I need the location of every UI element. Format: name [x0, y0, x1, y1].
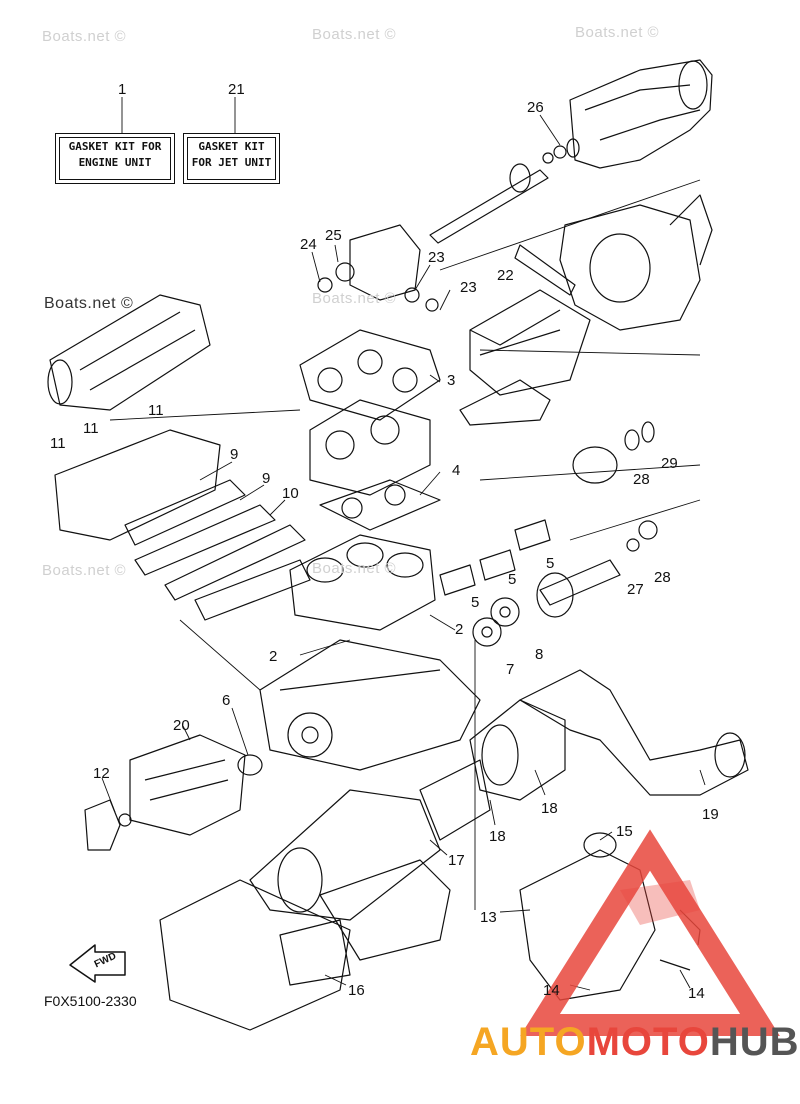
callout-15: 15 [616, 823, 633, 840]
callout-11: 11 [50, 435, 66, 452]
kit-ref-jet: 21 [228, 81, 245, 98]
watermark: Boats.net © [42, 28, 127, 45]
callout-23: 23 [460, 279, 477, 296]
callout-9: 9 [230, 446, 239, 463]
kit-line: FOR JET UNIT [191, 156, 272, 169]
crankcase-part [259, 639, 481, 771]
callout-18: 18 [489, 828, 506, 845]
head-gasket-part [319, 479, 441, 531]
coupling-part [419, 699, 566, 841]
oil-seal-part [237, 754, 263, 776]
kit-ref-engine: 1 [118, 81, 127, 98]
diagram-code: F0X5100-2330 [44, 993, 137, 1009]
callout-28: 28 [654, 569, 671, 586]
bearing-set-part [572, 421, 655, 484]
callout-12: 12 [93, 765, 110, 782]
callout-2: 2 [455, 621, 464, 638]
crankshaft-part [472, 520, 658, 647]
callout-16: 16 [348, 982, 365, 999]
kit-line: GASKET KIT [198, 140, 265, 153]
kit-line: GASKET KIT FOR [68, 140, 162, 153]
gasket-kit-engine-label: GASKET KIT FOR ENGINE UNIT [55, 133, 175, 184]
drive-shaft-part [429, 138, 580, 244]
callout-24: 24 [300, 236, 317, 253]
brand-logo-icon [520, 829, 780, 1036]
kit-line: ENGINE UNIT [78, 156, 152, 169]
callout-6: 6 [222, 692, 231, 709]
watermark: Boats.net © [312, 26, 397, 43]
callout-11: 11 [148, 402, 164, 419]
callout-14: 14 [688, 985, 705, 1002]
callout-29: 29 [661, 455, 678, 472]
callout-18: 18 [541, 800, 558, 817]
watermark: Boats.net © [312, 560, 397, 577]
callout-25: 25 [325, 227, 342, 244]
brand-part: HUB [709, 1020, 800, 1064]
callout-8: 8 [535, 646, 544, 663]
callout-23: 23 [428, 249, 445, 266]
intake-duct-part [249, 789, 441, 921]
fwd-arrow-icon [69, 944, 126, 983]
callout-4: 4 [452, 462, 461, 479]
brand-wordmark: AUTOMOTOHUB [470, 1020, 800, 1065]
brand-part: MOTO [586, 1020, 710, 1064]
intake-manifold-part [54, 429, 311, 621]
callout-10: 10 [282, 485, 299, 502]
callout-5: 5 [471, 594, 480, 611]
callout-13: 13 [480, 909, 497, 926]
callout-14: 14 [543, 982, 560, 999]
callout-20: 20 [173, 717, 190, 734]
callout-5: 5 [546, 555, 555, 572]
callout-26: 26 [527, 99, 544, 116]
cylinder-head-part [309, 399, 431, 496]
callout-2: 2 [269, 648, 278, 665]
callout-28: 28 [633, 471, 650, 488]
watermark: Boats.net © [42, 562, 127, 579]
callout-17: 17 [448, 852, 465, 869]
exhaust-pipe-part [519, 669, 749, 796]
callout-11: 11 [83, 420, 99, 437]
watermark: Boats.net © [312, 290, 397, 307]
exhaust-cover-part [47, 294, 211, 411]
callout-3: 3 [447, 372, 456, 389]
callout-27: 27 [627, 581, 644, 598]
intake-grate-part [459, 244, 591, 426]
head-cover-part [299, 329, 441, 421]
callout-22: 22 [497, 267, 514, 284]
watermark: Boats.net © [575, 24, 660, 41]
callout-5: 5 [508, 571, 517, 588]
callout-9: 9 [262, 470, 271, 487]
jet-nozzle-part [569, 59, 713, 169]
magneto-cover-part [129, 734, 246, 836]
water-box-part [159, 859, 451, 1031]
callout-19: 19 [702, 806, 719, 823]
carburetor-part [84, 799, 132, 851]
impeller-housing-part [559, 194, 713, 331]
watermark: Boats.net © [44, 295, 134, 312]
brand-part: AUTO [470, 1020, 587, 1064]
cylinder-block-part [289, 534, 436, 631]
leader-lines [101, 97, 706, 991]
callout-7: 7 [506, 661, 515, 678]
gasket-kit-jet-label: GASKET KIT FOR JET UNIT [183, 133, 280, 184]
exhaust-gasket-part [439, 519, 551, 596]
